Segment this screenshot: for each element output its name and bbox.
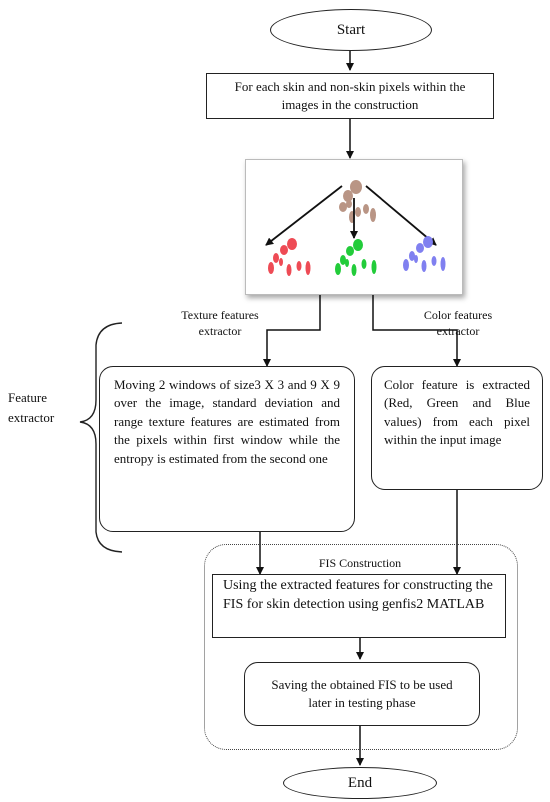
branch-to-color [372, 295, 461, 367]
texture-step-text: Moving 2 windows of size3 X 3 and 9 X 9 … [114, 377, 340, 466]
end-terminator: End [283, 767, 437, 799]
branch-to-texture [263, 295, 321, 367]
fis-step-construct: Using the extracted features for constru… [212, 574, 506, 638]
start-terminator: Start [270, 9, 432, 51]
step-for-each-text: For each skin and non-skin pixels within… [234, 78, 466, 112]
texture-features-label: Texture features extractor [150, 307, 290, 339]
blue-channel-hand [403, 236, 446, 272]
split-arrow-blue [365, 185, 437, 246]
red-channel-hand [268, 238, 311, 276]
feature-extractor-line1: Feature [8, 390, 47, 405]
color-split-image [245, 159, 463, 295]
end-label: End [347, 774, 373, 791]
color-split-illustration-icon [265, 180, 446, 276]
color-extraction-step: Color feature is extracted (Red, Green a… [371, 366, 543, 490]
fis-step-save: Saving the obtained FIS to be used later… [244, 662, 480, 726]
split-arrow-red [265, 185, 343, 246]
feature-extractor-brace [79, 322, 123, 553]
fis-group-title: FIS Construction [318, 556, 402, 570]
fis-step1-text: Using the extracted features for constru… [223, 578, 493, 612]
fis-step2-text: Saving the obtained FIS to be used later… [271, 676, 453, 710]
texture-label-line2: extractor [198, 324, 242, 339]
texture-label-line1: Texture features [181, 308, 259, 322]
source-hand-figure [339, 180, 376, 223]
start-label: Start [336, 21, 366, 38]
color-label-line2: extractor [436, 324, 480, 339]
feature-extractor-line2: extractor [8, 409, 55, 425]
color-label-line1: Color features [423, 308, 493, 322]
fis-construction-group [204, 544, 518, 750]
color-step-text: Color feature is extracted (Red, Green a… [384, 377, 530, 448]
color-features-label: Color features extractor [398, 307, 518, 339]
feature-extractor-label: Feature extractor [8, 388, 88, 427]
green-channel-hand [335, 239, 377, 276]
texture-extraction-step: Moving 2 windows of size3 X 3 and 9 X 9 … [99, 366, 355, 532]
step-for-each-pixels: For each skin and non-skin pixels within… [206, 73, 494, 119]
